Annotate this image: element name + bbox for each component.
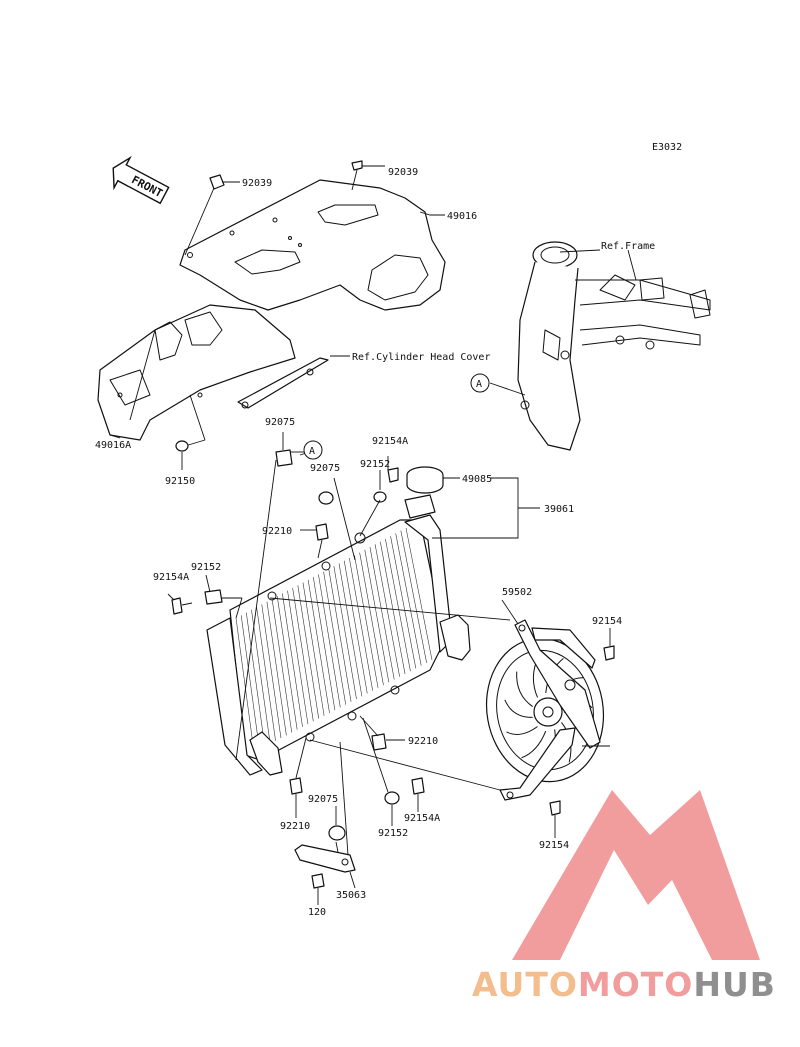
part-label-35063: 35063 bbox=[336, 890, 366, 901]
radiator-fin bbox=[287, 590, 309, 725]
radiator-fin bbox=[379, 541, 406, 674]
fasteners bbox=[171, 160, 615, 889]
fan-blade bbox=[516, 671, 533, 708]
radiator-fin bbox=[328, 568, 352, 702]
callout-a-frame: A bbox=[470, 373, 490, 393]
radiator-39061 bbox=[206, 514, 471, 776]
part-label-92075-mid: 92075 bbox=[310, 463, 340, 474]
callout-a-radiator-label: A bbox=[309, 446, 315, 457]
radiator-fin bbox=[235, 617, 255, 753]
watermark-auto: AUTO bbox=[472, 965, 578, 1004]
part-label-92154A-left: 92154A bbox=[153, 572, 189, 583]
radiator-fin bbox=[395, 533, 422, 666]
radiator-fin bbox=[282, 593, 303, 727]
fan-blade bbox=[504, 699, 533, 718]
radiator-fin bbox=[240, 615, 260, 750]
radiator-fin bbox=[292, 587, 314, 722]
radiator-cap-49085 bbox=[404, 466, 444, 519]
part-label-59502: 59502 bbox=[502, 587, 532, 598]
cover-49016 bbox=[179, 179, 446, 311]
watermark-hub: HUB bbox=[693, 965, 776, 1004]
part-label-39061: 39061 bbox=[544, 504, 574, 515]
watermark-triangle bbox=[512, 790, 760, 960]
radiator-fin bbox=[333, 566, 357, 700]
radiator-fin bbox=[359, 552, 384, 686]
part-label-92210-right: 92210 bbox=[408, 736, 438, 747]
part-labels: 92039 92039 49016 49016A 92150 92075 920… bbox=[95, 167, 622, 918]
radiator-fin bbox=[364, 549, 390, 683]
radiator-fin bbox=[343, 560, 368, 694]
part-label-120: 120 bbox=[308, 907, 326, 918]
part-label-92039-left: 92039 bbox=[242, 178, 272, 189]
part-label-92154-bottom: 92154 bbox=[539, 840, 569, 851]
bracket-35063 bbox=[294, 844, 356, 873]
radiator-fin bbox=[266, 601, 287, 736]
radiator-fin bbox=[323, 571, 346, 705]
part-label-92075-bottom: 92075 bbox=[308, 794, 338, 805]
radiator-fin bbox=[251, 609, 271, 744]
radiator-fin bbox=[246, 612, 266, 747]
part-label-92152-left: 92152 bbox=[191, 562, 221, 573]
front-arrow-icon: FRONT bbox=[112, 155, 170, 205]
part-label-92154-top: 92154 bbox=[592, 616, 622, 627]
part-label-92210-top: 92210 bbox=[262, 526, 292, 537]
radiator-fin bbox=[338, 563, 363, 697]
fan-assembly-59502 bbox=[485, 619, 605, 801]
radiator-fin bbox=[302, 582, 325, 716]
part-label-49085: 49085 bbox=[462, 474, 492, 485]
ref-frame-label: Ref.Frame bbox=[601, 241, 655, 252]
fan-blade bbox=[521, 730, 547, 759]
part-label-92150: 92150 bbox=[165, 476, 195, 487]
part-label-92152-bottom: 92152 bbox=[378, 828, 408, 839]
radiator-fin bbox=[400, 530, 427, 663]
radiator-fin bbox=[297, 585, 320, 719]
svg-text:AUTOMOTOHUB: AUTOMOTOHUB bbox=[472, 965, 776, 1004]
part-label-92154A-bottom: 92154A bbox=[404, 813, 440, 824]
part-label-92039-right: 92039 bbox=[388, 167, 418, 178]
radiator-fin bbox=[369, 547, 395, 680]
cylinder-head-bracket bbox=[237, 357, 329, 409]
radiator-fin bbox=[261, 604, 282, 739]
radiator-fin bbox=[276, 596, 298, 730]
radiator-fin bbox=[390, 536, 417, 669]
part-label-92154A-top: 92154A bbox=[372, 436, 408, 447]
radiator-fin bbox=[256, 607, 276, 741]
part-label-49016: 49016 bbox=[447, 211, 477, 222]
callout-a-frame-label: A bbox=[476, 379, 482, 390]
radiator-fin bbox=[405, 527, 433, 661]
part-label-92210-bottom: 92210 bbox=[280, 821, 310, 832]
frame-ref bbox=[517, 241, 711, 451]
ref-cylinder-head-cover-label: Ref.Cylinder Head Cover bbox=[352, 352, 490, 363]
part-label-49016A: 49016A bbox=[95, 440, 131, 451]
callout-a-radiator: A bbox=[303, 440, 323, 460]
part-label-92075-top: 92075 bbox=[265, 417, 295, 428]
watermark-triangle-inner bbox=[580, 875, 690, 930]
part-label-92152-top: 92152 bbox=[360, 459, 390, 470]
radiator-fin bbox=[354, 555, 379, 688]
radiator-fin bbox=[318, 574, 341, 708]
radiator-fin bbox=[312, 577, 336, 711]
diagram-code: E3032 bbox=[652, 142, 682, 153]
radiator-fin bbox=[349, 557, 373, 691]
radiator-fin bbox=[271, 598, 293, 733]
radiator-fin bbox=[374, 544, 400, 677]
watermark-moto: MOTO bbox=[578, 965, 693, 1004]
leader-lines bbox=[109, 165, 637, 905]
fan-blade bbox=[506, 726, 538, 735]
radiator-fin bbox=[385, 538, 411, 672]
watermark-logo: AUTOMOTOHUB bbox=[472, 790, 776, 1004]
